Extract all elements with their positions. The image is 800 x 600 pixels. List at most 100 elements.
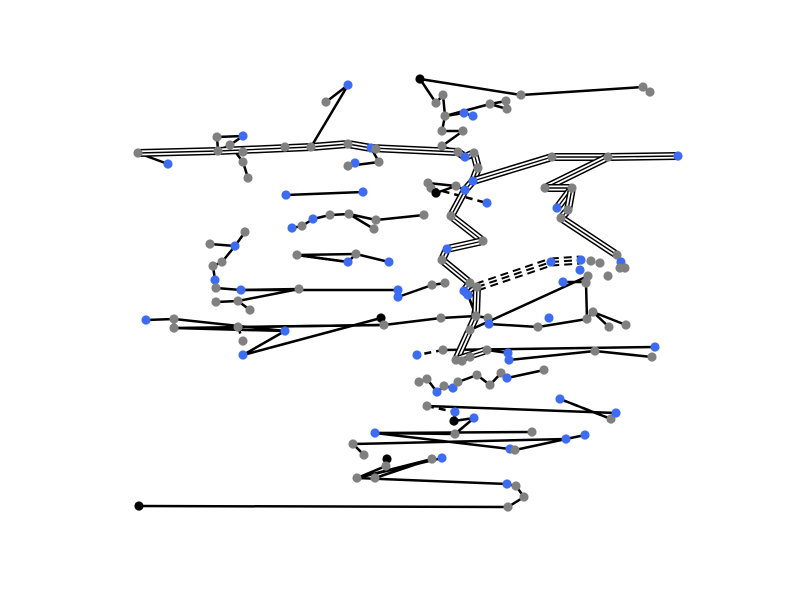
nitrogen-atom xyxy=(576,255,586,265)
triple-bond xyxy=(137,147,219,157)
nitrogen-atom xyxy=(236,285,246,295)
nitrogen-atom xyxy=(504,355,514,365)
carbon-atom xyxy=(351,249,361,259)
carbon-atom xyxy=(586,256,596,266)
single-bond xyxy=(309,84,350,148)
nitrogen-atom xyxy=(343,257,353,267)
carbon-atom xyxy=(325,210,335,220)
carbon-atom xyxy=(245,305,255,315)
carbon-atom xyxy=(306,142,316,152)
triple-bond xyxy=(472,286,481,317)
nitrogen-atom xyxy=(544,313,554,323)
nitrogen-atom xyxy=(287,223,297,233)
nitrogen-atom xyxy=(384,257,394,267)
carbon-atom xyxy=(567,183,577,193)
triple-bond xyxy=(217,143,312,155)
carbon-atom xyxy=(465,352,475,362)
single-bond xyxy=(355,252,390,264)
carbon-atom xyxy=(582,314,592,324)
nitrogen-atom xyxy=(673,151,683,161)
carbon-atom xyxy=(603,271,613,281)
other-atom xyxy=(134,501,144,511)
carbon-atom xyxy=(645,87,655,97)
carbon-atom xyxy=(472,370,482,380)
carbon-atom xyxy=(451,181,461,191)
carbon-atom xyxy=(280,142,290,152)
carbon-atom xyxy=(225,140,235,150)
nitrogen-atom xyxy=(280,326,290,336)
dashed-multi-bond xyxy=(475,257,553,292)
single-bond xyxy=(427,181,457,188)
carbon-atom xyxy=(422,401,432,411)
nitrogen-atom xyxy=(502,373,512,383)
carbon-atom xyxy=(169,314,179,324)
carbon-atom xyxy=(647,352,657,362)
carbon-atom xyxy=(240,227,250,237)
nitrogen-atom xyxy=(463,290,473,300)
carbon-atom xyxy=(563,205,573,215)
carbon-atom xyxy=(437,141,447,151)
nitrogen-atom xyxy=(210,275,220,285)
nitrogen-atom xyxy=(393,285,403,295)
single-bond xyxy=(138,504,509,509)
carbon-atom xyxy=(438,90,448,100)
nitrogen-atom xyxy=(482,198,492,208)
carbon-atom xyxy=(169,323,179,333)
single-bond xyxy=(592,310,627,327)
carbon-atom xyxy=(369,224,379,234)
single-bond xyxy=(508,349,596,362)
nitrogen-atom xyxy=(484,319,494,329)
nitrogen-atom xyxy=(370,428,380,438)
single-bond xyxy=(325,84,349,103)
nitrogen-atom xyxy=(230,241,240,251)
nitrogen-atom xyxy=(558,277,568,287)
carbon-atom xyxy=(533,322,543,332)
nitrogen-atom xyxy=(580,430,590,440)
nitrogen-atom xyxy=(412,350,422,360)
nitrogen-atom xyxy=(308,214,318,224)
triple-bond xyxy=(310,140,349,151)
single-bond xyxy=(237,323,385,329)
triple-bond xyxy=(452,314,480,362)
single-bond xyxy=(506,368,545,380)
carbon-atom xyxy=(431,98,441,108)
triple-bond xyxy=(447,188,469,218)
carbon-atom xyxy=(472,282,482,292)
nitrogen-atom xyxy=(163,159,173,169)
carbon-atom xyxy=(427,454,437,464)
nitrogen-atom xyxy=(238,131,248,141)
carbon-atom xyxy=(133,148,143,158)
carbon-atom xyxy=(233,322,243,332)
bonds-layer xyxy=(137,77,679,509)
nitrogen-atom xyxy=(650,342,660,352)
nitrogen-atom xyxy=(503,348,513,358)
carbon-atom xyxy=(238,147,248,157)
triple-bond xyxy=(543,153,610,192)
single-bond xyxy=(383,316,442,327)
single-bond xyxy=(419,77,522,97)
single-bond xyxy=(442,345,656,352)
single-bond xyxy=(537,317,588,329)
nitrogen-atom xyxy=(575,265,585,275)
carbon-atom xyxy=(205,239,215,249)
carbon-atom xyxy=(321,97,331,107)
single-bond xyxy=(242,329,286,357)
carbon-atom xyxy=(211,297,221,307)
carbon-atom xyxy=(233,296,243,306)
carbon-atom xyxy=(473,163,483,173)
carbon-atom xyxy=(213,146,223,156)
nitrogen-atom xyxy=(611,408,621,418)
nitrogen-atom xyxy=(432,387,442,397)
carbon-atom xyxy=(370,473,380,483)
carbon-atom xyxy=(590,346,600,356)
carbon-atom xyxy=(595,258,605,268)
dashed-multi-bond xyxy=(550,255,582,267)
carbon-atom xyxy=(379,320,389,330)
nitrogen-atom xyxy=(468,176,478,186)
carbon-atom xyxy=(547,152,557,162)
triple-bond xyxy=(448,212,486,245)
carbon-atom xyxy=(422,374,432,384)
carbon-atom xyxy=(638,82,648,92)
